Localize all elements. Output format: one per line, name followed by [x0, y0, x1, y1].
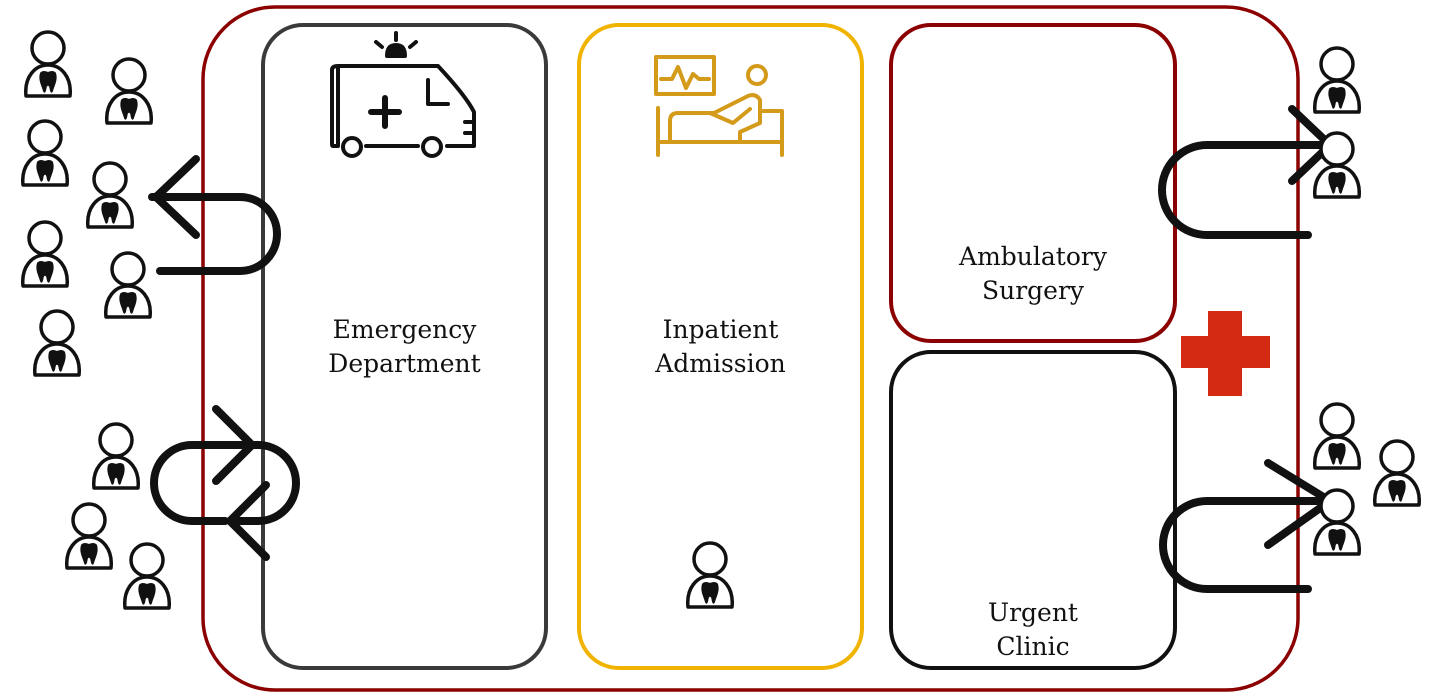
patient-icon — [686, 541, 734, 609]
inpatient-admission-box — [577, 23, 864, 670]
patient-icon — [24, 30, 72, 98]
ambulatory-label-line2: Surgery — [981, 276, 1085, 305]
patient-icon — [92, 422, 140, 490]
ambulatory-label-line1: Ambulatory — [959, 242, 1107, 271]
patient-icon — [1373, 439, 1421, 507]
ambulatory-surgery-box — [889, 23, 1177, 343]
discharge-u-turn-arrow-urgent — [1159, 459, 1334, 593]
urgent-label-line2: Clinic — [996, 632, 1070, 661]
ambulatory-surgery-label: Ambulatory Surgery — [894, 240, 1172, 308]
patient-icon — [1313, 402, 1361, 470]
red-cross-icon — [1181, 311, 1270, 396]
patient-icon — [65, 502, 113, 570]
discharge-u-turn-arrow-ambulatory — [1158, 105, 1334, 239]
ambulance-icon — [330, 31, 476, 158]
patient-icon — [33, 309, 81, 377]
emergency-department-label: Emergency Department — [266, 313, 543, 381]
urgent-clinic-label: Urgent Clinic — [894, 596, 1172, 664]
patient-bed-icon — [654, 55, 784, 157]
exit-u-turn-arrow-left — [148, 155, 281, 275]
patient-icon — [123, 542, 171, 610]
patient-icon — [1313, 46, 1361, 114]
emergency-label-line2: Department — [328, 349, 481, 378]
patient-icon — [21, 220, 69, 288]
cycle-arrows-left — [150, 405, 300, 561]
inpatient-label-line1: Inpatient — [662, 315, 779, 344]
urgent-label-line1: Urgent — [988, 598, 1078, 627]
hospital-container — [201, 5, 1300, 692]
emergency-label-line1: Emergency — [332, 315, 477, 344]
emergency-department-box — [261, 23, 548, 670]
patient-icon — [21, 119, 69, 187]
patient-icon — [104, 251, 152, 319]
patient-icon — [1313, 131, 1361, 199]
patient-icon — [1313, 488, 1361, 556]
patient-icon — [105, 57, 153, 125]
inpatient-admission-label: Inpatient Admission — [582, 313, 859, 381]
patient-icon — [86, 161, 134, 229]
inpatient-label-line2: Admission — [655, 349, 786, 378]
